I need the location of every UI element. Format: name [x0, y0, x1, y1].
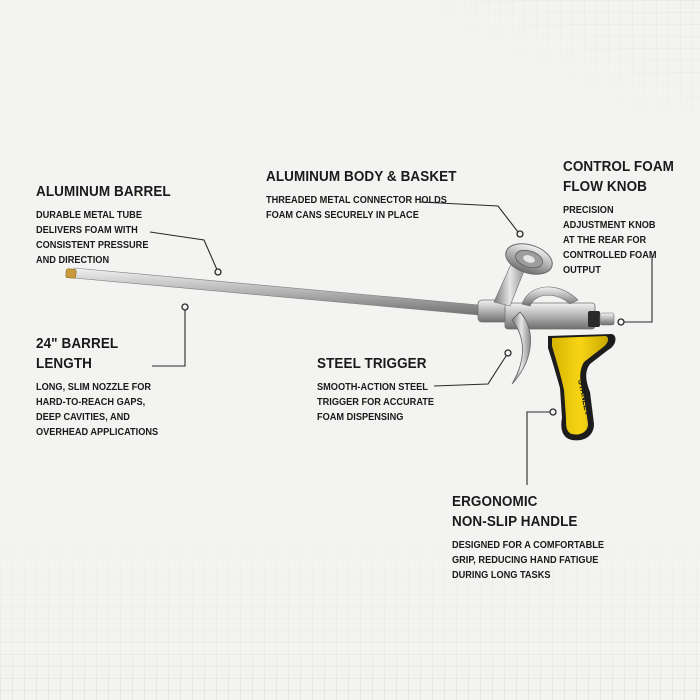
dot-steel-trigger — [504, 349, 512, 357]
gun-body — [477, 286, 615, 330]
handle: STANLEY — [548, 334, 616, 441]
leader-steel-trigger — [433, 355, 507, 387]
callout-aluminum-body-basket: ALUMINUM BODY & BASKET THREADED METAL CO… — [266, 167, 471, 223]
callout-body: LONG, SLIM NOZZLE FOR HARD-TO-REACH GAPS… — [36, 382, 159, 438]
callout-body: PRECISION ADJUSTMENT KNOB AT THE REAR FO… — [563, 205, 657, 276]
callout-title: 24" BARREL LENGTH — [36, 336, 119, 372]
dot-flow-knob — [617, 318, 625, 326]
leader-flow-knob — [624, 256, 653, 323]
callout-aluminum-barrel: ALUMINUM BARREL DURABLE METAL TUBE DELIV… — [36, 182, 181, 268]
grid-background-top — [440, 0, 700, 120]
can-basket — [493, 243, 553, 307]
trigger — [511, 311, 531, 385]
leader-body-basket — [419, 201, 519, 233]
callout-title: ALUMINUM BARREL — [36, 184, 171, 200]
callout-title: ALUMINUM BODY & BASKET — [266, 169, 457, 185]
dot-barrel-length — [181, 303, 189, 311]
callout-body: DURABLE METAL TUBE DELIVERS FOAM WITH CO… — [36, 210, 149, 266]
callout-ergonomic-handle: ERGONOMIC NON-SLIP HANDLE DESIGNED FOR A… — [452, 492, 617, 583]
nozzle-tip — [65, 268, 77, 279]
callout-title: ERGONOMIC NON-SLIP HANDLE — [452, 494, 578, 530]
callout-title: CONTROL FOAM FLOW KNOB — [563, 159, 674, 195]
flow-knob — [599, 312, 615, 326]
callout-body: SMOOTH-ACTION STEEL TRIGGER FOR ACCURATE… — [317, 382, 435, 423]
callout-steel-trigger: STEEL TRIGGER SMOOTH-ACTION STEEL TRIGGE… — [317, 354, 444, 425]
callout-title: STEEL TRIGGER — [317, 356, 427, 372]
dot-aluminum-barrel — [214, 268, 222, 276]
dot-handle — [549, 408, 557, 416]
callout-barrel-length: 24" BARREL LENGTH LONG, SLIM NOZZLE FOR … — [36, 334, 169, 440]
dot-body-basket — [516, 230, 524, 238]
leader-handle — [526, 411, 550, 485]
leader-barrel-length — [152, 308, 186, 367]
callout-body: THREADED METAL CONNECTOR HOLDS FOAM CANS… — [266, 195, 447, 221]
grid-background — [0, 510, 700, 700]
callout-body: DESIGNED FOR A COMFORTABLE GRIP, REDUCIN… — [452, 540, 604, 581]
callout-control-foam-flow-knob: CONTROL FOAM FLOW KNOB PRECISION ADJUSTM… — [563, 157, 682, 278]
leader-aluminum-barrel — [149, 231, 219, 273]
